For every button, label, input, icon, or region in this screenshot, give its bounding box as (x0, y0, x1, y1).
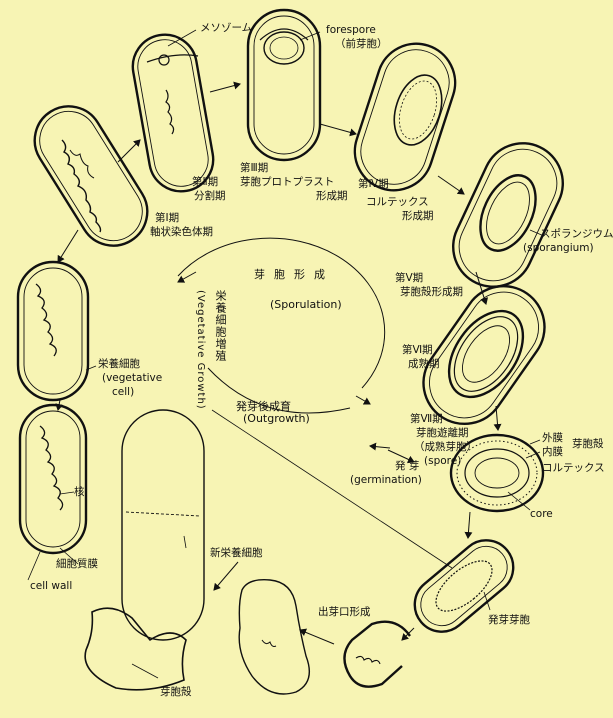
arrow-icon (387, 449, 415, 464)
leader-line (183, 535, 187, 549)
label-sporangium-en: (sporangium) (523, 242, 594, 254)
cell-stage-5 (422, 284, 546, 426)
arrow-icon (213, 561, 239, 591)
label-forespore-en: forespore (326, 24, 376, 36)
arrow-icon (437, 175, 465, 195)
leader-line (59, 547, 79, 565)
label-stage4-b: 形成期 (316, 190, 348, 202)
cell-stage-1 (33, 105, 149, 247)
cycle-arc (177, 237, 386, 389)
cycle-sporulation-en: (Sporulation) (270, 298, 342, 311)
arrow-icon (177, 271, 197, 283)
cell-stage-3 (246, 8, 322, 162)
cell-stage-2 (131, 33, 215, 193)
arrow-icon (401, 627, 415, 641)
label-stage1-b: 軸状染色体期 (150, 226, 213, 238)
label-core: core (530, 508, 553, 520)
arrow-icon (355, 395, 371, 405)
arrow-icon (209, 81, 241, 93)
leader-line (529, 229, 545, 237)
leader-line (299, 31, 321, 41)
label-cell-membrane: 細胞質膜 (56, 558, 98, 570)
outgrowth-cell (84, 409, 205, 691)
label-stage4-d: 形成期 (402, 210, 434, 222)
label-mesosome: メソゾーム (200, 22, 253, 34)
vegetative-cell-2 (18, 403, 88, 555)
label-new-vegetative: 新栄養細胞 (210, 547, 263, 559)
label-stage3-b: 芽胞プロトプラスト (240, 176, 335, 188)
cycle-outgrowth-ja: 発芽後成育 (236, 400, 291, 413)
leader-line (483, 591, 491, 611)
arrow-icon (369, 442, 391, 451)
label-sporangium-ja: スポランジウム (540, 228, 613, 240)
leader-line (85, 365, 97, 371)
new-vegetative-cell (238, 579, 310, 695)
label-spore-shell: 芽胞殻 (160, 686, 192, 698)
leader-line (27, 551, 41, 581)
leader-line (507, 491, 531, 511)
cycle-outgrowth-en: (Outgrowth) (243, 412, 310, 425)
arrow-icon (475, 271, 489, 305)
label-stage7-d: (spore) (424, 455, 462, 467)
label-cell-wall: cell wall (30, 580, 73, 592)
label-stage7-c: （成熟芽胞） (414, 441, 477, 453)
label-inner-coat: 内膜 (542, 446, 563, 458)
vegetative-cell-1 (16, 260, 90, 402)
leader-line (529, 439, 541, 445)
arrow-icon (299, 628, 335, 645)
leader-line (211, 409, 453, 569)
label-stage4-a: 第Ⅳ期 (358, 178, 389, 190)
cycle-vegetative-en: (Vegetative Growth) (195, 290, 206, 410)
label-germination-en: (germination) (350, 474, 422, 486)
cycle-vegetative-ja: 栄養細胞増殖 (214, 290, 227, 362)
emergence-cell (343, 620, 411, 688)
cell-cortex-stage (452, 142, 564, 288)
cycle-arc-lower (207, 367, 351, 414)
leader-line (167, 29, 197, 47)
arrow-icon (319, 123, 357, 137)
mature-spore (449, 433, 545, 513)
label-vegetative-cell-en2: cell) (112, 386, 135, 398)
leader-line (525, 451, 541, 459)
label-forespore-ja: （前芽胞） (335, 38, 388, 50)
cell-stage-4 (353, 42, 457, 192)
label-stage6-a: 第Ⅵ期 (402, 344, 433, 356)
label-stage7-b: 芽胞遊離期 (416, 427, 469, 439)
germinated-spore (413, 539, 515, 633)
arrow-icon (117, 139, 141, 163)
arrow-icon (493, 405, 502, 431)
arrow-icon (57, 229, 79, 263)
label-stage5-a: 第Ⅴ期 (395, 272, 424, 284)
label-stage2-b: 分割期 (194, 190, 226, 202)
label-vegetative-cell-ja: 栄養細胞 (98, 358, 140, 370)
label-stage7-a: 第Ⅶ期 (410, 413, 443, 425)
label-stage1-a: 第Ⅰ期 (155, 212, 180, 224)
label-emergence: 出芽口形成 (318, 606, 371, 618)
label-stage2-a: 第Ⅱ期 (192, 176, 219, 188)
label-germination-ja: 発 芽 (395, 460, 420, 472)
leader-line (59, 491, 75, 495)
label-spore-coat: 芽胞殻 (572, 438, 604, 450)
label-stage5-b: 芽胞殻形成期 (400, 286, 463, 298)
label-stage3-a: 第Ⅲ期 (240, 162, 269, 174)
label-stage6-b: 成熟期 (408, 358, 440, 370)
arrow-icon (464, 511, 473, 539)
label-germinated-spore: 発芽芽胞 (488, 614, 530, 626)
label-outer-coat: 外膜 (542, 432, 563, 444)
arrow-icon (55, 399, 64, 411)
label-stage4-c: コルテックス (366, 196, 429, 208)
label-cortex: コルテックス (542, 462, 605, 474)
label-nucleus: 核 (74, 486, 85, 498)
label-vegetative-cell-en1: (vegetative (102, 372, 163, 384)
cycle-sporulation-ja: 芽胞形成 (254, 268, 334, 281)
leader-line (131, 663, 159, 679)
